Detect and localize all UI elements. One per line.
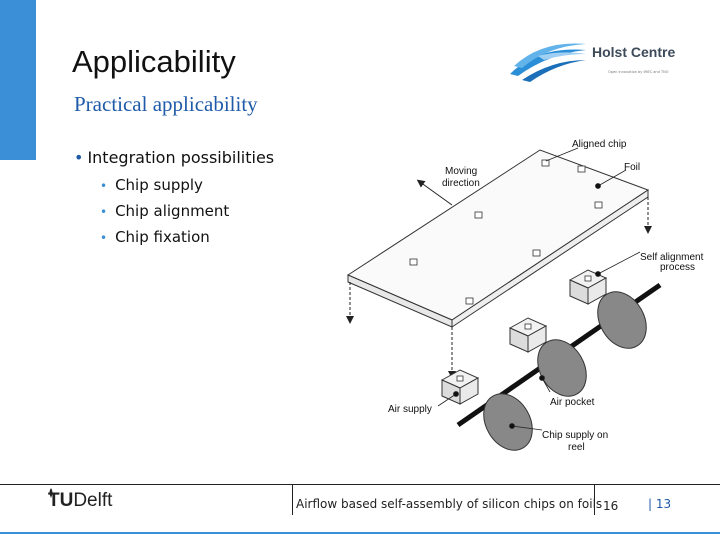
sub-bullet-item: • Chip fixation bbox=[100, 225, 274, 251]
logo-tagline: Open innovation by IMEC and TNO bbox=[608, 70, 669, 74]
label-air-supply: Air supply bbox=[388, 404, 432, 415]
label-moving-direction-2: direction bbox=[442, 178, 480, 189]
sub-bullet-text: Chip alignment bbox=[115, 202, 230, 220]
footer-accent-line bbox=[0, 532, 720, 534]
swoosh-logo-icon bbox=[510, 43, 586, 82]
label-chip-supply-2: reel bbox=[568, 442, 585, 453]
moving-direction-arrow bbox=[416, 179, 453, 206]
label-moving-direction-1: Moving bbox=[445, 166, 477, 177]
bullet-dot-icon: • bbox=[74, 148, 84, 167]
logo-name: Holst Centre bbox=[592, 44, 676, 60]
label-self-alignment-2: process bbox=[660, 262, 695, 273]
label-chip-supply-1: Chip supply on bbox=[542, 430, 608, 441]
chips-on-reels bbox=[456, 275, 592, 382]
tudelft-logo: TUDelft bbox=[40, 488, 130, 520]
footer-divider bbox=[0, 484, 720, 485]
footer-presentation-title: Airflow based self-assembly of silicon c… bbox=[296, 497, 603, 511]
flame-icon bbox=[49, 488, 53, 498]
main-bullet: •Integration possibilities bbox=[74, 148, 274, 167]
sub-bullet-item: • Chip supply bbox=[100, 173, 274, 199]
footer-separator bbox=[292, 485, 293, 515]
label-air-pocket: Air pocket bbox=[550, 397, 595, 408]
main-bullet-text: Integration possibilities bbox=[87, 148, 275, 167]
bullet-list: •Integration possibilities •Chip supply … bbox=[74, 148, 274, 251]
bullet-dot-icon: • bbox=[100, 179, 108, 193]
bullet-dot-icon: • bbox=[100, 205, 108, 219]
callout-leaders bbox=[437, 147, 641, 431]
footer-number: 16 bbox=[603, 499, 619, 513]
sub-bullet-text: Chip fixation bbox=[115, 228, 210, 246]
footer-separator bbox=[594, 485, 595, 515]
chip-supply-reels bbox=[483, 291, 647, 451]
sub-bullet-list: • Chip supply • Chip alignment • Chip fixat… bbox=[100, 173, 274, 251]
delft-text: Delft bbox=[73, 490, 113, 511]
self-assembly-diagram: Aligned chip Moving direction Foil Self … bbox=[346, 139, 704, 453]
holst-centre-logo: Holst Centre Open innovation by IMEC and… bbox=[508, 36, 688, 84]
label-foil: Foil bbox=[624, 162, 640, 173]
dashed-arrows bbox=[346, 197, 652, 379]
sub-bullet-text: Chip supply bbox=[115, 176, 203, 194]
accent-side-bar bbox=[0, 0, 36, 160]
label-aligned-chip: Aligned chip bbox=[572, 139, 627, 150]
chips-on-foil bbox=[409, 159, 603, 305]
label-self-alignment-1: Self alignment bbox=[640, 252, 704, 263]
foil-sheet bbox=[346, 149, 650, 328]
tudelft-wordmark: TUDelft bbox=[48, 490, 112, 512]
page-number: | 13 bbox=[648, 497, 672, 511]
sub-bullet-item: • Chip alignment bbox=[100, 199, 274, 225]
tu-text: TU bbox=[48, 490, 74, 511]
slide-subtitle: Practical applicability bbox=[74, 92, 258, 116]
slide-title: Applicability bbox=[72, 44, 236, 79]
bullet-dot-icon: • bbox=[100, 231, 108, 245]
